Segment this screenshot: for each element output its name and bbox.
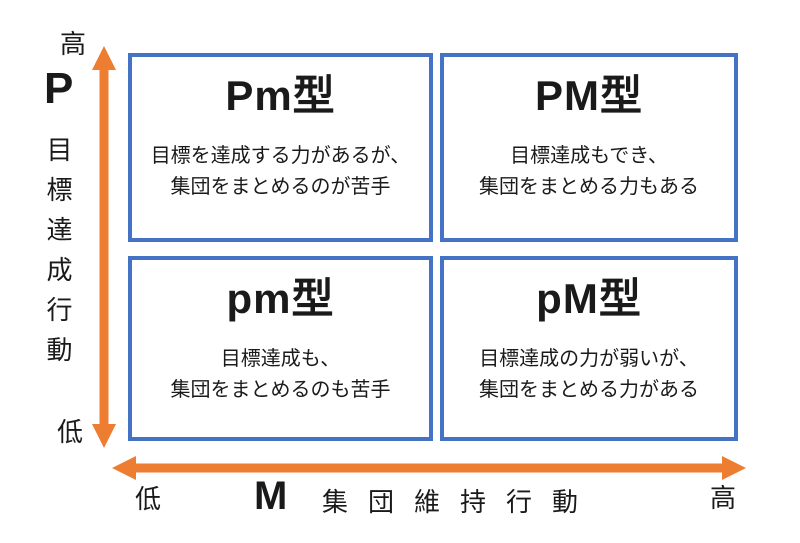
- quadrant-bottom-right: pM型 目標達成の力が弱いが、 集団をまとめる力がある: [440, 256, 738, 441]
- vertical-axis-arrow: [92, 46, 116, 448]
- quadrant-description: 目標を達成する力があるが、 集団をまとめるのが苦手: [150, 145, 411, 199]
- quadrant-top-left: Pm型 目標を達成する力があるが、 集団をまとめるのが苦手: [128, 53, 433, 242]
- quadrant-description: 目標達成も、 集団をまとめるのも苦手: [170, 348, 391, 402]
- arrow-up-head: [92, 46, 116, 70]
- horizontal-axis-letter: M: [254, 474, 288, 518]
- vertical-axis-low-label: 低: [57, 417, 84, 447]
- arrow-shaft: [99, 66, 109, 428]
- quadrant-title: PM型: [534, 72, 643, 119]
- horizontal-axis-arrow: [112, 456, 746, 480]
- arrow-left-head: [112, 456, 136, 480]
- quadrant-bottom-left: pm型 目標達成も、 集団をまとめるのも苦手: [128, 256, 433, 441]
- vertical-axis-label: 目標達成行動: [43, 136, 73, 376]
- arrow-down-head: [92, 424, 116, 448]
- quadrant-title: pm型: [226, 275, 335, 322]
- vertical-axis-letter: P: [44, 64, 74, 113]
- horizontal-axis-label: 集団維持行動: [322, 487, 599, 517]
- horizontal-axis-high-label: 高: [710, 483, 737, 513]
- vertical-axis-high-label: 高: [60, 29, 87, 59]
- quadrant-top-right: PM型 目標達成もでき、 集団をまとめる力もある: [440, 53, 738, 242]
- quadrant-description: 目標達成の力が弱いが、 集団をまとめる力がある: [479, 348, 699, 402]
- quadrant-title: Pm型: [225, 72, 336, 119]
- horizontal-axis-low-label: 低: [135, 484, 162, 514]
- arrow-shaft: [132, 463, 726, 473]
- quadrant-title: pM型: [536, 275, 642, 322]
- quadrant-description: 目標達成もでき、 集団をまとめる力もある: [479, 145, 699, 199]
- arrow-right-head: [722, 456, 746, 480]
